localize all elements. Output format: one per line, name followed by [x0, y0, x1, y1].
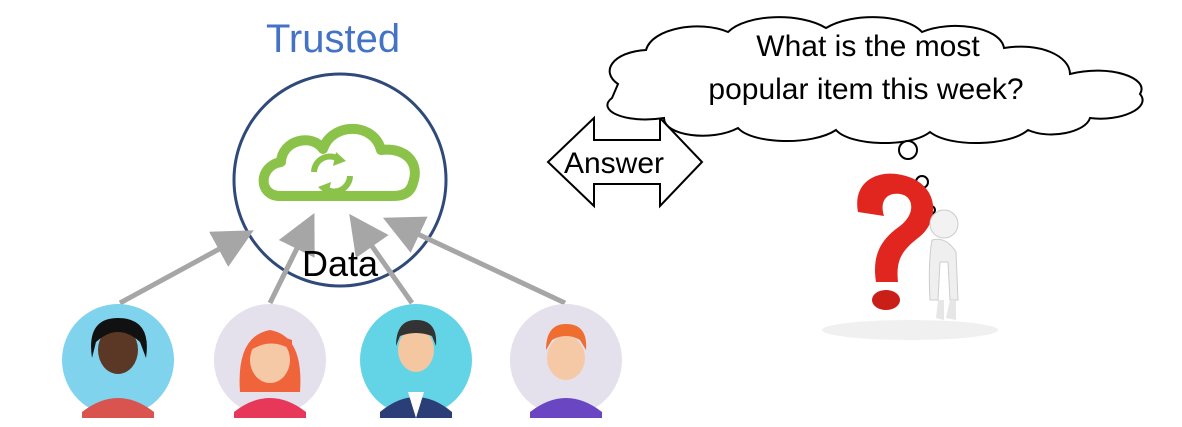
question-mark-thinker-icon: [822, 173, 998, 340]
answer-arrow: [546, 115, 704, 209]
cloud-sync-icon: [258, 123, 420, 201]
thought-cloud: [606, 16, 1144, 145]
data-arrows: [118, 213, 567, 306]
user-avatar-2: [214, 304, 326, 418]
trusted-server-circle: [232, 72, 448, 288]
question-line-1: What is the most: [756, 30, 980, 63]
data-label: Data: [302, 243, 379, 284]
trusted-title: Trusted: [266, 17, 400, 61]
answer-label: Answer: [564, 147, 664, 180]
question-line-2: popular item this week?: [708, 73, 1023, 106]
thought-bubble-1: [898, 140, 918, 160]
user-avatar-4: [510, 304, 622, 418]
user-avatar-1: [62, 304, 174, 418]
user-avatar-3: [360, 304, 472, 418]
